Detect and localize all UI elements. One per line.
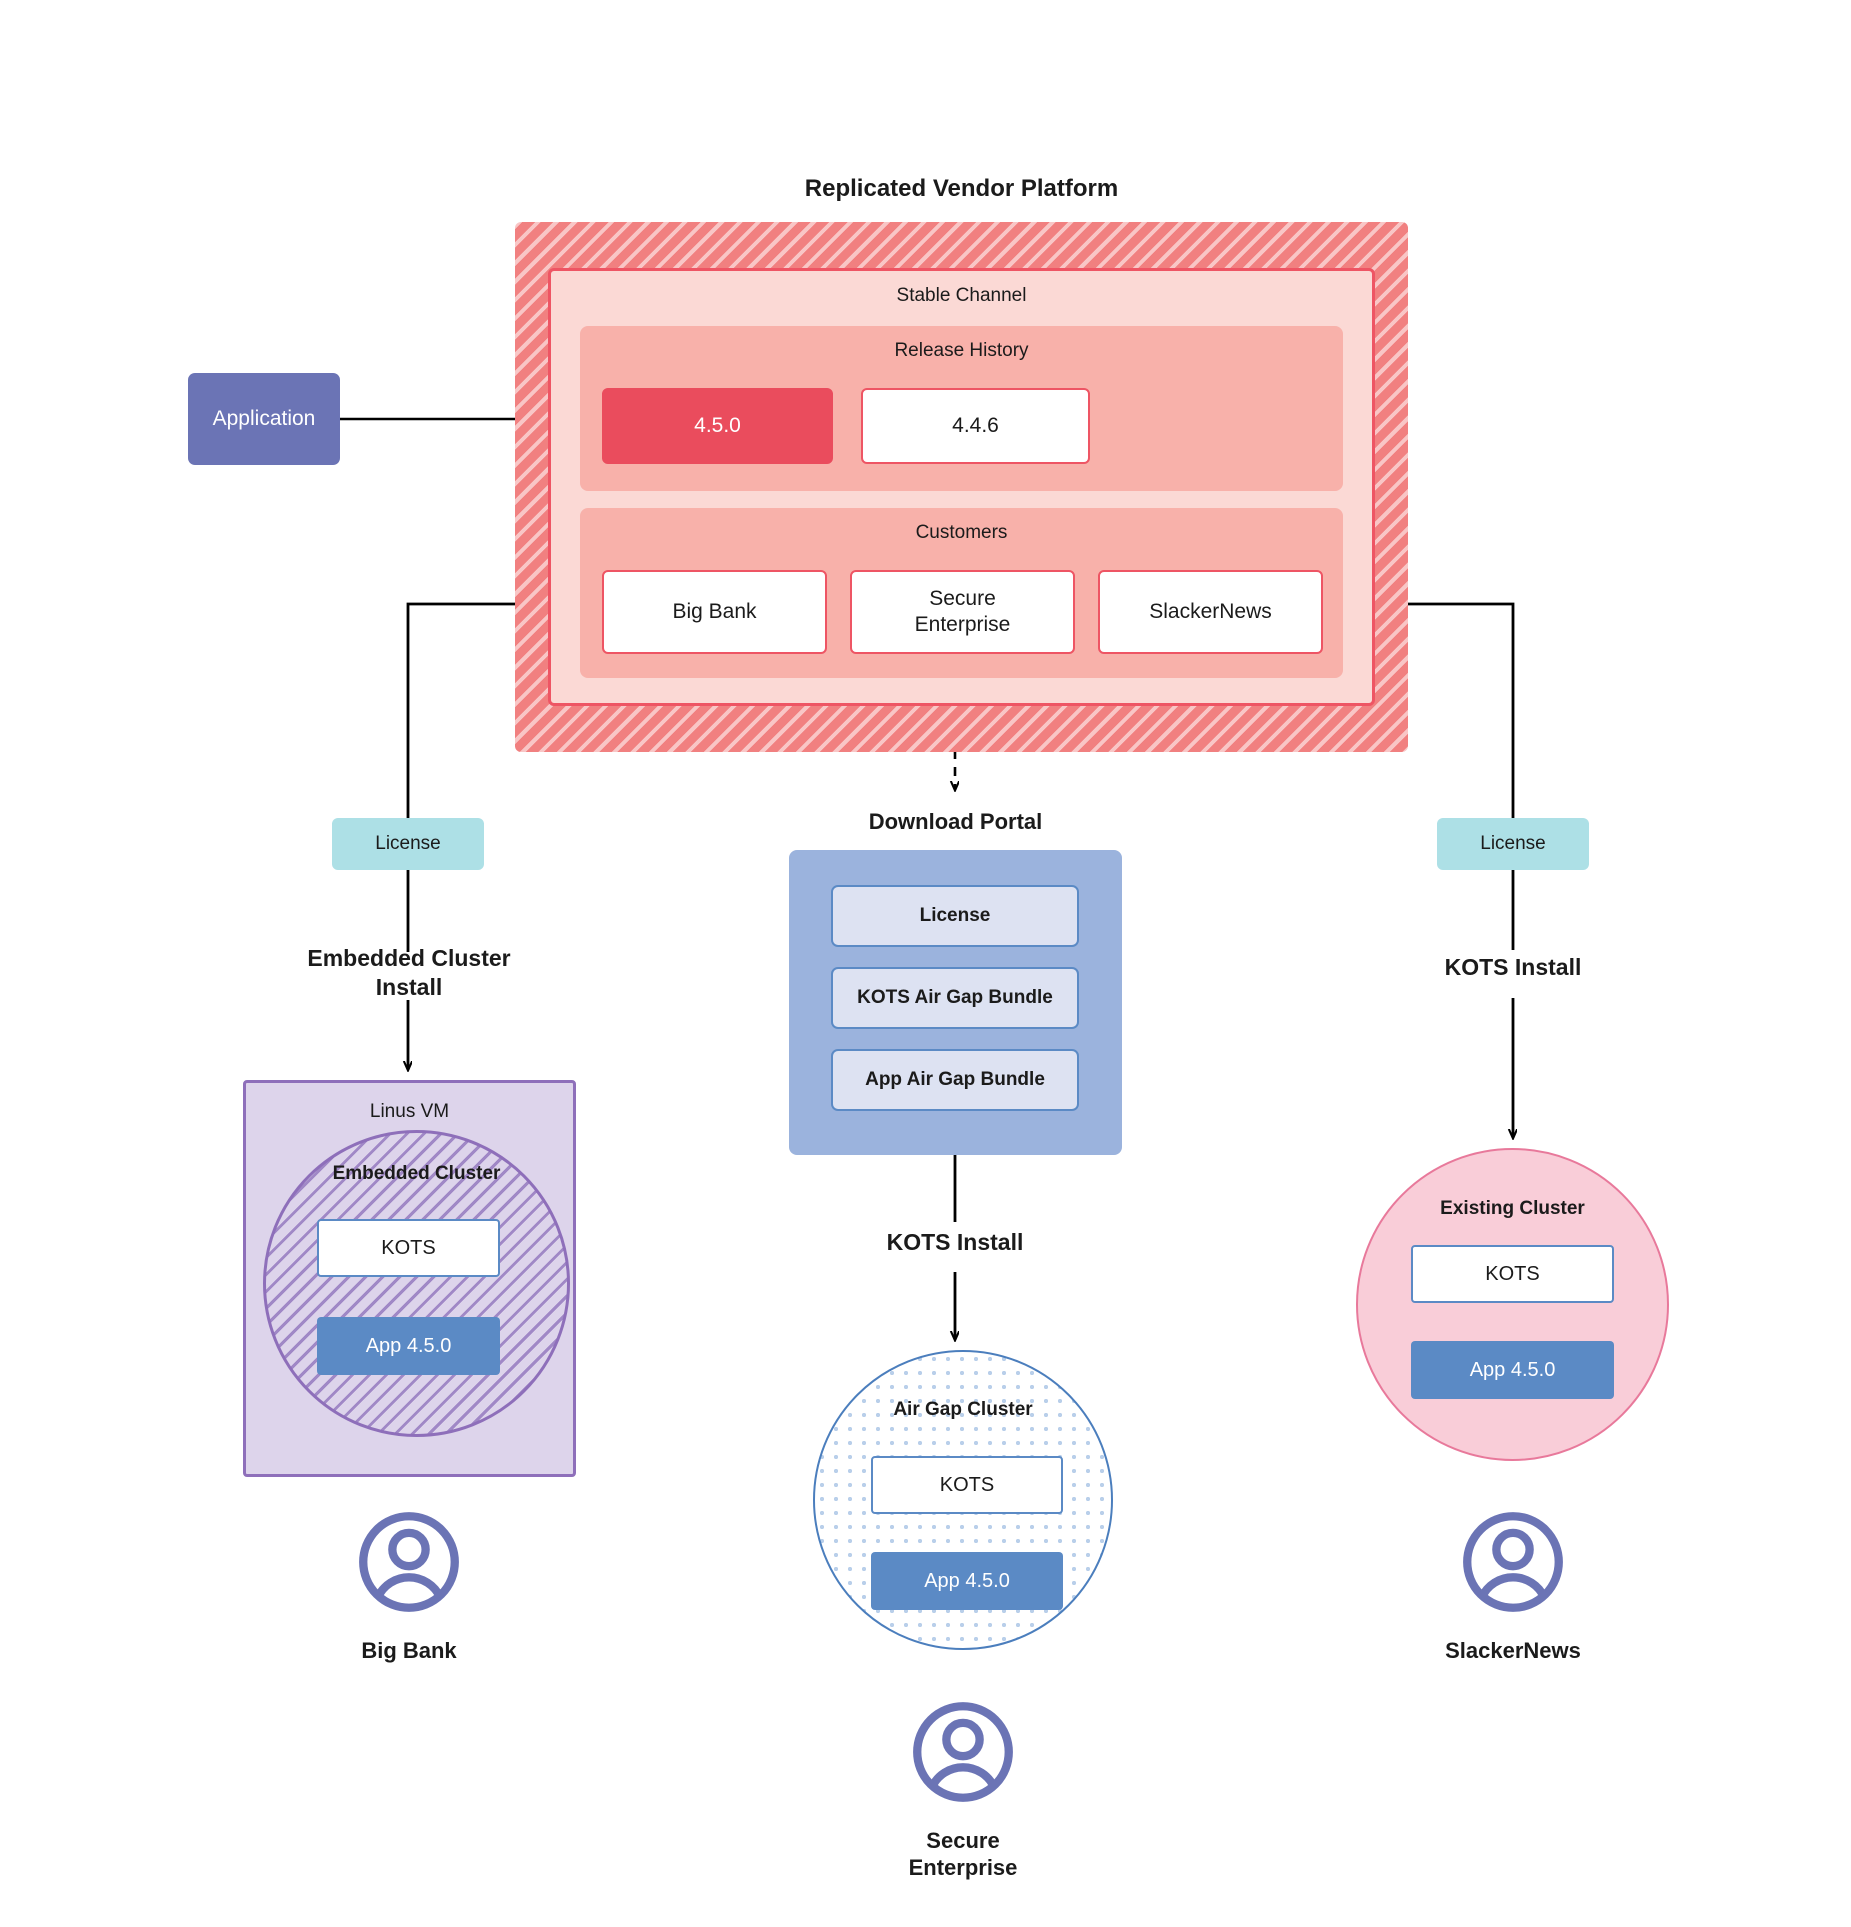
- existing-cluster-circle: Existing Cluster KOTS App 4.5.0: [1356, 1148, 1669, 1461]
- existing-cluster-label: Existing Cluster: [1440, 1198, 1585, 1219]
- license-chip-right[interactable]: License: [1437, 818, 1589, 870]
- application-node[interactable]: Application: [188, 373, 340, 465]
- application-label: Application: [212, 406, 316, 430]
- release-card-previous[interactable]: 4.4.6: [861, 388, 1090, 464]
- release-history-heading: Release History: [894, 340, 1029, 361]
- customer-caption-big-bank: Big Bank: [361, 1638, 457, 1664]
- air-gap-cluster-circle: Air Gap Cluster KOTS App 4.5.0: [813, 1350, 1113, 1650]
- kots-label: KOTS: [381, 1236, 436, 1259]
- customer-name-label: Big Bank: [672, 599, 757, 623]
- customer-card-slackernews[interactable]: SlackerNews: [1098, 570, 1323, 654]
- portal-item-license[interactable]: License: [831, 885, 1079, 947]
- kots-label: KOTS: [939, 1473, 995, 1496]
- customer-card-big-bank[interactable]: Big Bank: [602, 570, 827, 654]
- kots-box-right[interactable]: KOTS: [1411, 1245, 1614, 1303]
- linus-vm-container: Linus VM Embedded Cluster KOTS App 4.5.0: [243, 1080, 576, 1477]
- license-label: License: [1480, 833, 1546, 855]
- customer-name-label: SlackerNews: [1149, 599, 1272, 623]
- stable-channel-label: Stable Channel: [896, 285, 1027, 306]
- embedded-cluster-circle: Embedded Cluster KOTS App 4.5.0: [263, 1130, 570, 1437]
- license-chip-left[interactable]: License: [332, 818, 484, 870]
- release-version-label: 4.5.0: [694, 413, 741, 437]
- license-label: License: [375, 833, 441, 855]
- app-box-center[interactable]: App 4.5.0: [871, 1552, 1063, 1610]
- release-version-label: 4.4.6: [952, 413, 999, 437]
- air-gap-cluster-label: Air Gap Cluster: [893, 1399, 1033, 1420]
- linus-vm-label: Linus VM: [369, 1101, 450, 1122]
- app-box-left[interactable]: App 4.5.0: [317, 1317, 500, 1375]
- kots-label: KOTS: [1485, 1262, 1540, 1285]
- portal-item-kots-air-gap-bundle[interactable]: KOTS Air Gap Bundle: [831, 967, 1079, 1029]
- edge-label-kots-install-right: KOTS Install: [1444, 953, 1582, 980]
- page-title: Replicated Vendor Platform: [804, 175, 1119, 202]
- customer-caption-slackernews: SlackerNews: [1445, 1638, 1581, 1664]
- edge-label-kots-install-center: KOTS Install: [886, 1228, 1024, 1255]
- app-version-label: App 4.5.0: [365, 1334, 452, 1357]
- app-version-label: App 4.5.0: [924, 1569, 1010, 1592]
- app-box-right[interactable]: App 4.5.0: [1411, 1341, 1614, 1399]
- user-avatar-icon: [913, 1702, 1013, 1802]
- app-version-label: App 4.5.0: [1469, 1358, 1556, 1381]
- portal-item-app-air-gap-bundle[interactable]: App Air Gap Bundle: [831, 1049, 1079, 1111]
- kots-box-center[interactable]: KOTS: [871, 1456, 1063, 1514]
- user-avatar-icon: [1463, 1512, 1563, 1612]
- download-portal-title: Download Portal: [868, 809, 1043, 835]
- release-card-current[interactable]: 4.5.0: [602, 388, 833, 464]
- customers-heading: Customers: [915, 522, 1008, 543]
- kots-box-left[interactable]: KOTS: [317, 1219, 500, 1277]
- user-avatar-icon: [359, 1512, 459, 1612]
- download-portal-container: License KOTS Air Gap Bundle App Air Gap …: [789, 850, 1122, 1155]
- release-history-section: Release History 4.5.0 4.4.6: [580, 326, 1343, 491]
- embedded-cluster-label: Embedded Cluster: [332, 1163, 501, 1184]
